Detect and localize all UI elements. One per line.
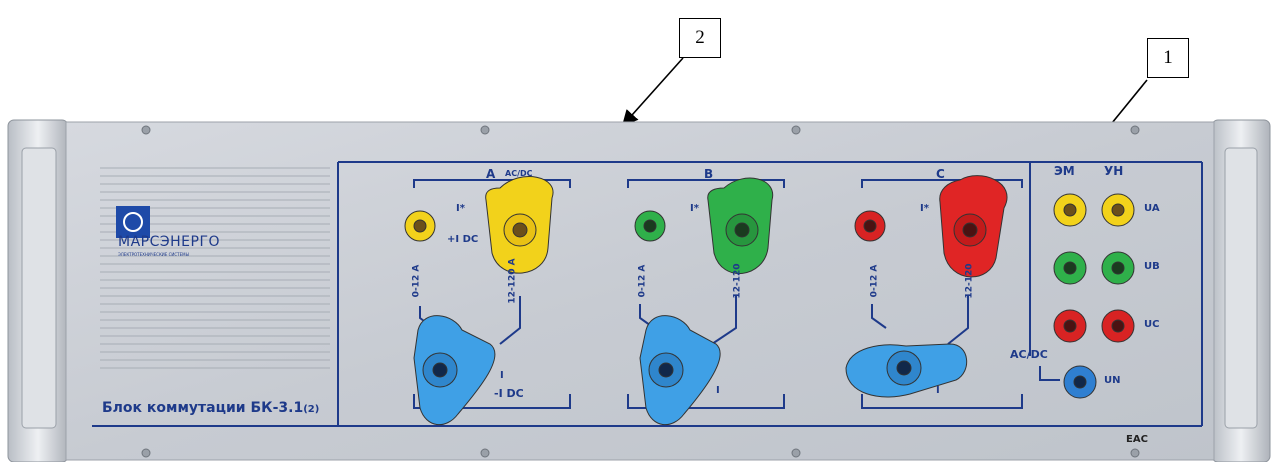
phase-b-range-low: 0-12 A [637,264,648,298]
phase-a-range-high: 12-120 A [507,258,518,304]
large-terminals [413,175,1008,425]
voltage-col-un: УН [1104,164,1124,178]
callout-1: 1 [1147,38,1189,78]
logo-subtext: ЭЛЕКТРОТЕХНИЧЕСКИЕ СИСТЕМЫ [118,252,190,257]
phase-a-i: I [500,370,504,381]
voltage-acdc: AC/DC [1010,348,1048,361]
voltage-ub: UB [1144,261,1160,272]
phase-c-name: C [936,167,945,181]
phase-c-i: I [936,385,940,396]
phase-c-istar: I* [920,203,929,214]
phase-b-name: B [704,167,714,181]
phase-c-range-high: 12-120 [964,263,975,299]
voltage-ua: UA [1144,203,1160,214]
device-panel [7,119,1271,462]
phase-b-range-high: 12-120 [732,263,743,299]
logo-text: МАРСЭНЕРГО [118,234,221,250]
connector-frame [92,161,1203,427]
callout-2: 2 [679,18,721,58]
phase-a-plus: +I DC [447,234,479,245]
phase-a-minus: -I DC [494,387,524,400]
voltage-uc: UC [1144,319,1160,330]
eac-mark: EAC [1126,434,1148,445]
sockets [404,193,1135,399]
phase-a-istar: I* [456,203,465,214]
voltage-col-em: ЭМ [1054,164,1075,178]
phase-a-mode: AC/DC [505,169,533,178]
phase-c-range-low: 0-12 A [869,264,880,298]
phase-b-istar: I* [690,203,699,214]
phase-b-i: I [716,385,720,396]
arrow-2-panel [621,57,684,127]
voltage-un: UN [1104,375,1121,386]
logo-square [116,206,150,238]
phase-a-range-low: 0-12 A [411,264,422,298]
device-label: Блок коммутации БК-3.1(2) [102,400,320,416]
phase-a-name: A [486,167,496,181]
